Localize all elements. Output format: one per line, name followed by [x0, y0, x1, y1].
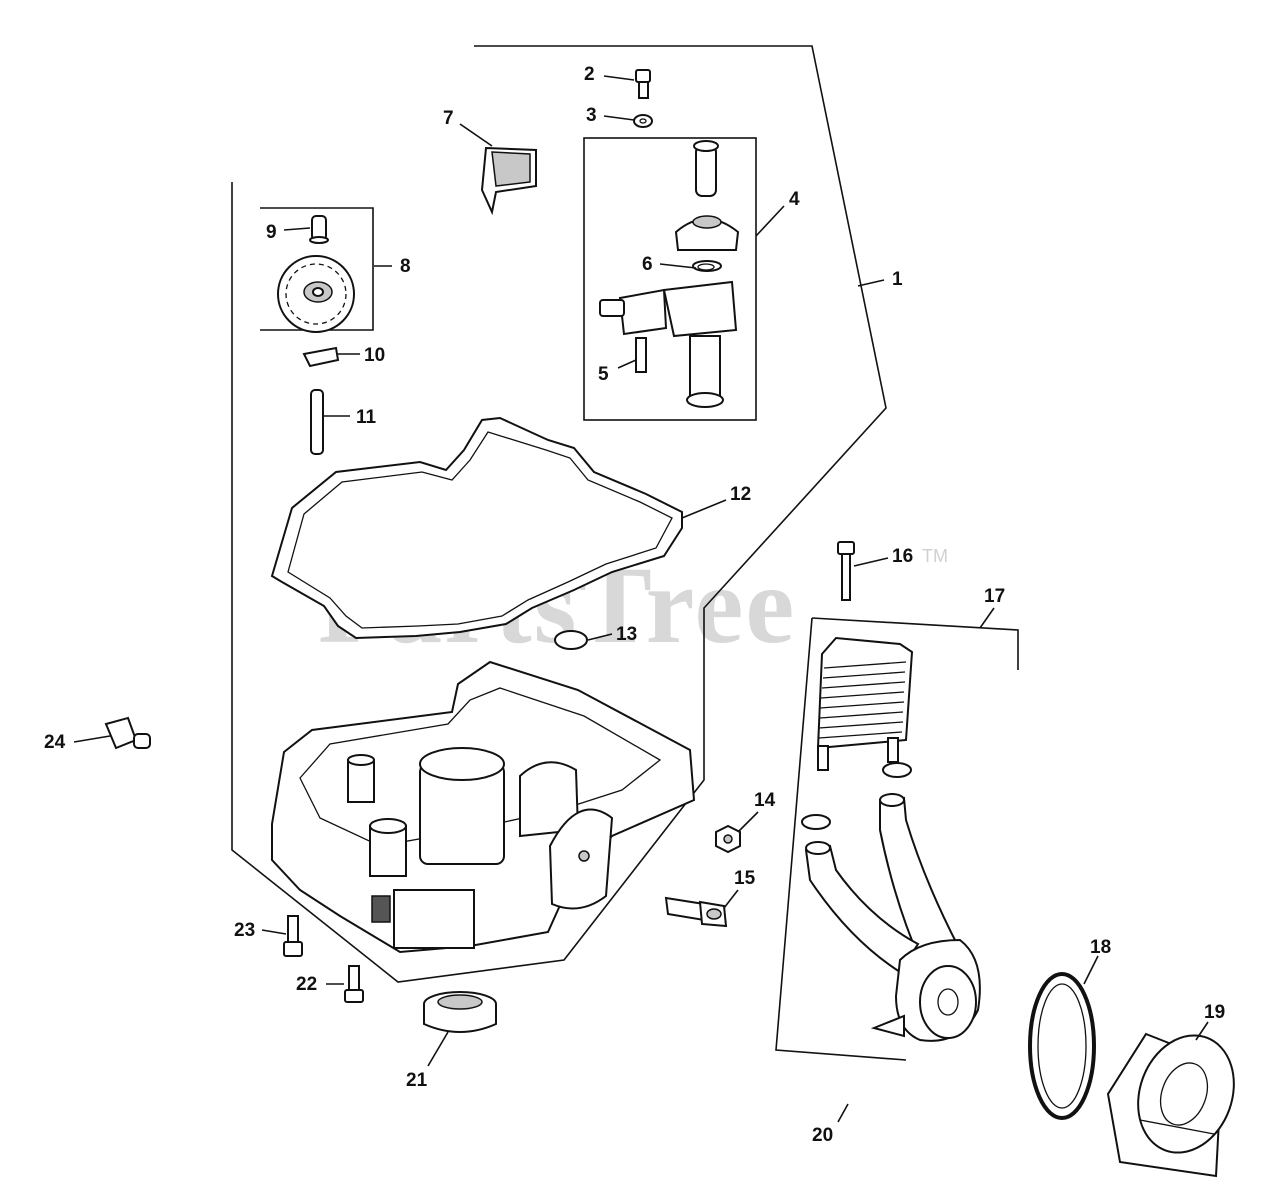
callout-3[interactable]: 3	[586, 105, 597, 126]
callout-14[interactable]: 14	[754, 790, 776, 811]
callout-8[interactable]: 8	[400, 256, 411, 277]
filter-gasket-part	[1028, 972, 1096, 1120]
callout-22[interactable]: 22	[296, 974, 317, 995]
callout-12[interactable]: 12	[730, 484, 751, 505]
callout-1[interactable]: 1	[892, 269, 903, 290]
callout-9[interactable]: 9	[266, 222, 277, 243]
leader-lines	[73, 75, 1209, 1123]
callout-24[interactable]: 24	[44, 732, 66, 753]
oil-cooler-assembly	[801, 636, 981, 1042]
cooler-box-top	[811, 617, 1019, 670]
callout-18[interactable]: 18	[1090, 937, 1111, 958]
callout-19[interactable]: 19	[1204, 1002, 1225, 1023]
o-ring-part	[554, 630, 588, 650]
oil-filter-part	[1106, 1032, 1235, 1178]
pump-washer-part	[697, 263, 715, 271]
screw-part	[635, 69, 651, 99]
callout-10[interactable]: 10	[364, 345, 385, 366]
washer-part	[633, 114, 653, 128]
callout-7[interactable]: 7	[443, 108, 454, 129]
screw-22-part	[344, 965, 364, 1003]
oil-pan-part	[271, 660, 696, 954]
nut-part	[715, 824, 741, 854]
pump-pin-part	[635, 337, 647, 373]
bearing-part	[480, 146, 537, 216]
oil-pump-box	[583, 137, 757, 421]
callout-2[interactable]: 2	[584, 64, 595, 85]
cooler-box-side	[775, 617, 907, 1061]
fitting-part	[664, 896, 728, 928]
callout-15[interactable]: 15	[734, 868, 756, 889]
assembly-outline	[231, 45, 887, 983]
callout-17[interactable]: 17	[984, 586, 1005, 607]
callout-6[interactable]: 6	[642, 254, 653, 275]
oil-pump-assembly	[599, 140, 740, 408]
callout-20[interactable]: 20	[812, 1125, 833, 1146]
clip-part	[302, 346, 340, 368]
sensor-part	[104, 716, 151, 750]
callout-5[interactable]: 5	[598, 364, 609, 385]
watermark-trademark: TM	[922, 546, 948, 566]
callout-4[interactable]: 4	[789, 189, 800, 210]
dowel-part	[310, 389, 324, 455]
callout-23[interactable]: 23	[234, 920, 255, 941]
screw-23-part	[283, 915, 303, 957]
callout-16[interactable]: 16	[892, 546, 913, 567]
bolt-part	[837, 541, 855, 601]
callout-21[interactable]: 21	[406, 1070, 428, 1091]
seal-part	[423, 991, 497, 1033]
gear-pin-part	[309, 215, 329, 244]
gear-part	[277, 255, 355, 333]
callout-13[interactable]: 13	[616, 624, 637, 645]
gasket-part	[270, 416, 683, 640]
callout-11[interactable]: 11	[356, 407, 377, 428]
gasket-inner-edge	[287, 431, 673, 629]
